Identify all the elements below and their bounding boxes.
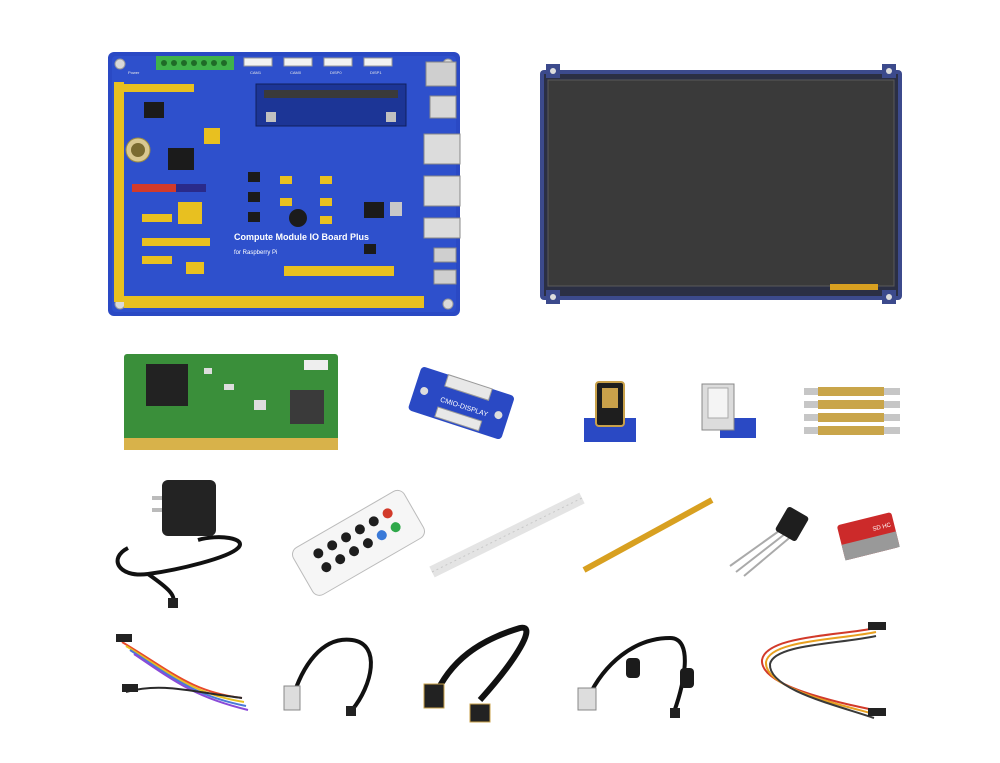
jumper-wires bbox=[112, 632, 256, 718]
copper-standoffs bbox=[804, 386, 900, 438]
io-board-title: Compute Module IO Board Plus bbox=[234, 232, 369, 242]
svg-text:DISP1: DISP1 bbox=[370, 70, 382, 75]
compute-module-io-board-plus: Compute Module IO Board Plus for Raspber… bbox=[108, 52, 461, 316]
sd-brand-text: SD HC bbox=[872, 522, 892, 532]
hdmi-cable bbox=[420, 620, 540, 724]
micro-sd-card: SD HC bbox=[837, 512, 900, 561]
io-board-subtitle: for Raspberry Pi bbox=[234, 250, 277, 256]
ir-remote bbox=[288, 489, 428, 596]
three-pin-wire bbox=[756, 616, 888, 719]
usb-cable-with-ferrite bbox=[574, 624, 704, 720]
orange-fpc-cable bbox=[578, 494, 720, 578]
compute-module-3 bbox=[124, 354, 338, 452]
usb-adapter bbox=[696, 380, 758, 442]
svg-text:CAM1: CAM1 bbox=[250, 70, 262, 75]
ffc-ribbon-cable bbox=[426, 490, 590, 580]
svg-text:CAM0: CAM0 bbox=[290, 70, 302, 75]
svg-text:DISP0: DISP0 bbox=[330, 70, 342, 75]
micro-usb-cable bbox=[282, 626, 386, 718]
hdmi-adapter bbox=[580, 378, 640, 444]
svg-text:Power: Power bbox=[128, 70, 140, 75]
power-adapter bbox=[108, 478, 258, 610]
cmio-display-adapter: CMIO-DISPLAY bbox=[406, 366, 516, 442]
lcd-display-7inch bbox=[540, 60, 902, 318]
ir-receiver-sensor bbox=[726, 506, 810, 578]
